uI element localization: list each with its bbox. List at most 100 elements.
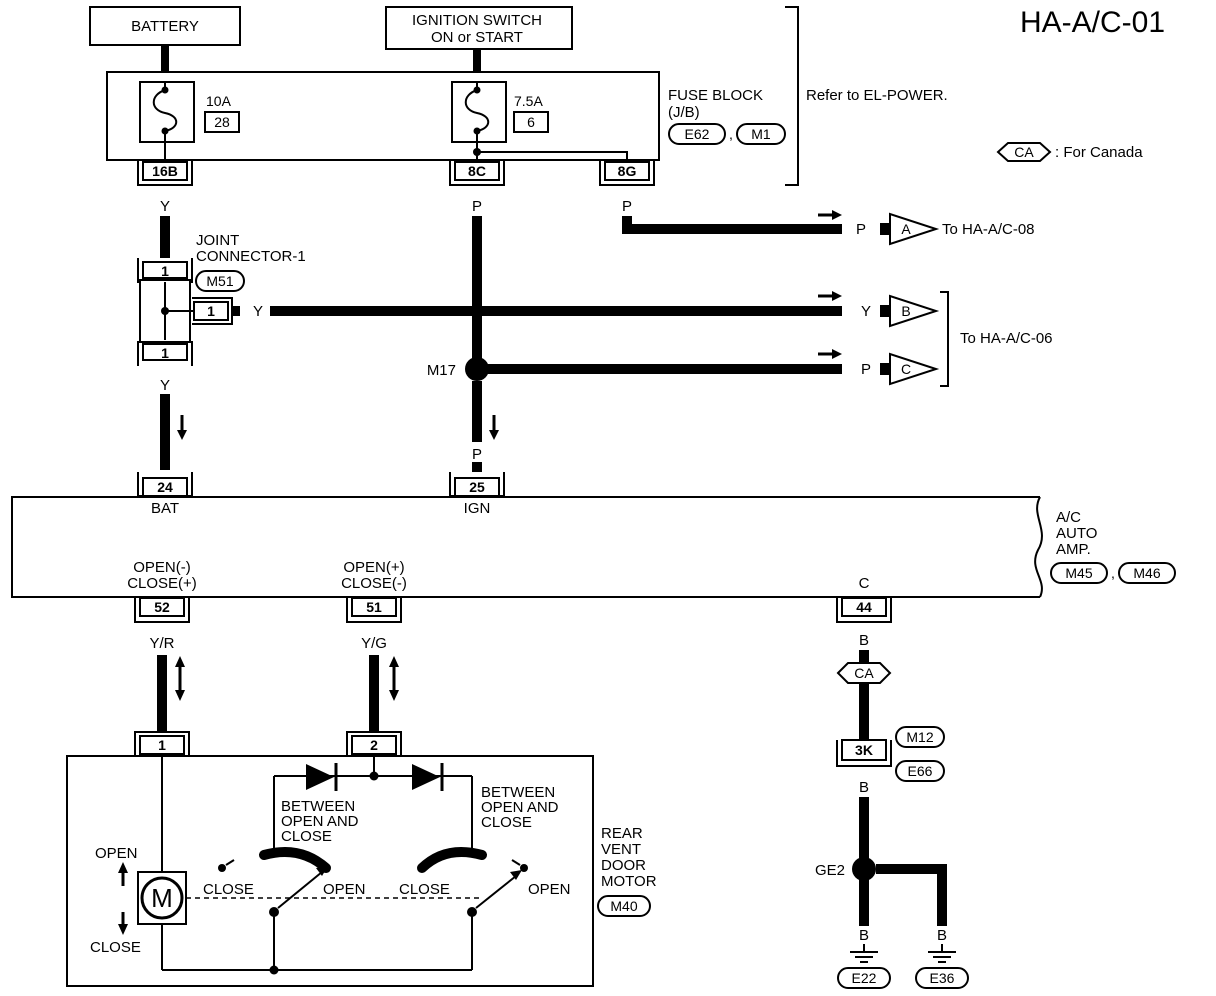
joint-pin-side: 1 <box>207 303 215 319</box>
offpage-b: Y B <box>861 294 940 328</box>
amp-bat-label: BAT <box>151 500 179 517</box>
splice-ge2-icon <box>852 857 876 881</box>
joint-label-2: CONNECTOR-1 <box>196 248 306 265</box>
switch-left-close: CLOSE <box>203 881 254 898</box>
fuse-block-pins: 16B 8C 8G <box>137 161 655 186</box>
ground-conn-m12: M12 <box>906 729 933 745</box>
joint-3k: 3K <box>855 742 873 758</box>
offpage-a: P A To HA-A/C-08 <box>856 212 1035 246</box>
diode-right-icon <box>412 764 440 790</box>
splice-m17-icon <box>465 357 489 381</box>
amp-c-label: C <box>859 575 870 592</box>
offpage-a-letter: A <box>901 221 911 237</box>
ac-auto-amp: BAT IGN OPEN(-) CLOSE(+) OPEN(+) CLOSE(-… <box>11 496 1043 598</box>
fuse-6-icon <box>451 81 507 143</box>
motor-name-3: DOOR <box>601 857 646 874</box>
offpage-a-text: To HA-A/C-08 <box>942 221 1035 238</box>
amp-pin-25: 25 <box>469 479 485 495</box>
joint-pin-bottom: 1 <box>161 345 169 361</box>
motor-pin-2: 2 <box>370 737 378 753</box>
rear-vent-door-motor: M <box>66 755 594 987</box>
ignition-switch-box: IGNITION SWITCH ON or START <box>385 6 573 50</box>
fuse-6-amp: 7.5A <box>514 93 543 109</box>
wire-b-2: B <box>859 779 869 796</box>
wire-b-3: B <box>859 927 869 944</box>
diode-left-icon <box>306 764 334 790</box>
wire-yg: Y/G <box>361 635 387 652</box>
fuse-28-amp: 10A <box>206 93 232 109</box>
bidirectional-arrows <box>175 656 399 701</box>
amp-ign-label: IGN <box>464 500 491 517</box>
amp-name-2: AUTO <box>1056 525 1097 542</box>
amp-pin-51: 51 <box>366 599 382 615</box>
amp-open-pos-1: OPEN(+) <box>343 559 404 576</box>
battery-box: BATTERY <box>89 6 241 46</box>
motor-close-label: CLOSE <box>90 939 141 956</box>
amp-pin-44: 44 <box>856 599 872 615</box>
joint-pin-top: 1 <box>161 263 169 279</box>
wire-p-to-c: P <box>861 361 871 378</box>
joint-label-1: JOINT <box>196 232 239 249</box>
wire-b-1: B <box>859 632 869 649</box>
amp-pin-24: 24 <box>157 479 173 495</box>
offpage-c: P C <box>861 352 940 386</box>
wire-p-2: P <box>622 198 632 215</box>
amp-open-neg-2: CLOSE(+) <box>127 575 197 592</box>
amp-comma: , <box>1111 565 1115 581</box>
wire-b-4: B <box>937 927 947 944</box>
refer-el-power: Refer to EL-POWER. <box>806 87 948 104</box>
fuse-block-connector-e62: E62 <box>685 126 710 142</box>
page-title: HA-A/C-01 <box>1020 6 1165 39</box>
motor-connector-m40: M40 <box>610 898 637 914</box>
pin-16b: 16B <box>152 163 178 179</box>
ignition-label-2: ON or START <box>431 29 523 46</box>
switch-right-open: OPEN <box>528 881 571 898</box>
motor-name-4: MOTOR <box>601 873 657 890</box>
wire-p-1: P <box>472 198 482 215</box>
legend-tag: CA <box>1014 144 1034 160</box>
pin-8g: 8G <box>618 163 637 179</box>
between-left-2: OPEN AND <box>281 813 359 830</box>
current-arrows <box>177 210 842 440</box>
wire-y-1: Y <box>160 198 170 215</box>
ground-circuit: B CA 3K M12 E66 B GE2 B B E22 E36 <box>815 632 969 989</box>
switch-right-close: CLOSE <box>399 881 450 898</box>
amp-top-pins: 24 25 <box>137 472 505 497</box>
wire-y-to-b: Y <box>861 303 871 320</box>
fuse-6-number: 6 <box>527 114 535 130</box>
pin-8c: 8C <box>468 163 486 179</box>
wire-yr: Y/R <box>149 635 174 652</box>
offpage-c-letter: C <box>901 361 911 377</box>
splice-ge2: GE2 <box>815 862 845 879</box>
amp-pin-52: 52 <box>154 599 170 615</box>
fuse-block-comma: , <box>729 126 733 142</box>
amp-open-neg-1: OPEN(-) <box>133 559 191 576</box>
between-right-3: CLOSE <box>481 814 532 831</box>
wire-p-to-a: P <box>856 221 866 238</box>
fuse-block-label-1: FUSE BLOCK <box>668 87 763 104</box>
fuse-28-icon <box>139 81 195 143</box>
amp-open-pos-2: CLOSE(-) <box>341 575 407 592</box>
fuse-block-connector-m1: M1 <box>751 126 771 142</box>
battery-label: BATTERY <box>131 18 199 35</box>
between-left-3: CLOSE <box>281 828 332 845</box>
joint-connector-1: 1 1 1 <box>137 258 240 366</box>
amp-connector-m46: M46 <box>1133 565 1160 581</box>
motor-pins: 1 2 <box>134 731 402 756</box>
ground-ca-tag: CA <box>854 665 874 681</box>
amp-bottom-pins: 52 51 44 <box>134 597 892 623</box>
motor-name-1: REAR <box>601 825 643 842</box>
offpage-bc-text: To HA-A/C-06 <box>960 330 1053 347</box>
wire-p-3: P <box>472 446 482 463</box>
amp-name-3: AMP. <box>1056 541 1091 558</box>
motor-symbol: M <box>151 883 173 913</box>
between-right-2: OPEN AND <box>481 799 559 816</box>
fuse-block-bracket <box>785 6 799 186</box>
ground-e22: E22 <box>852 970 877 986</box>
joint-connector-m51: M51 <box>206 273 233 289</box>
motor-name-2: VENT <box>601 841 641 858</box>
wire-y-2: Y <box>253 303 263 320</box>
wire-y-3: Y <box>160 377 170 394</box>
amp-connector-m45: M45 <box>1065 565 1092 581</box>
between-left-1: BETWEEN <box>281 798 355 815</box>
